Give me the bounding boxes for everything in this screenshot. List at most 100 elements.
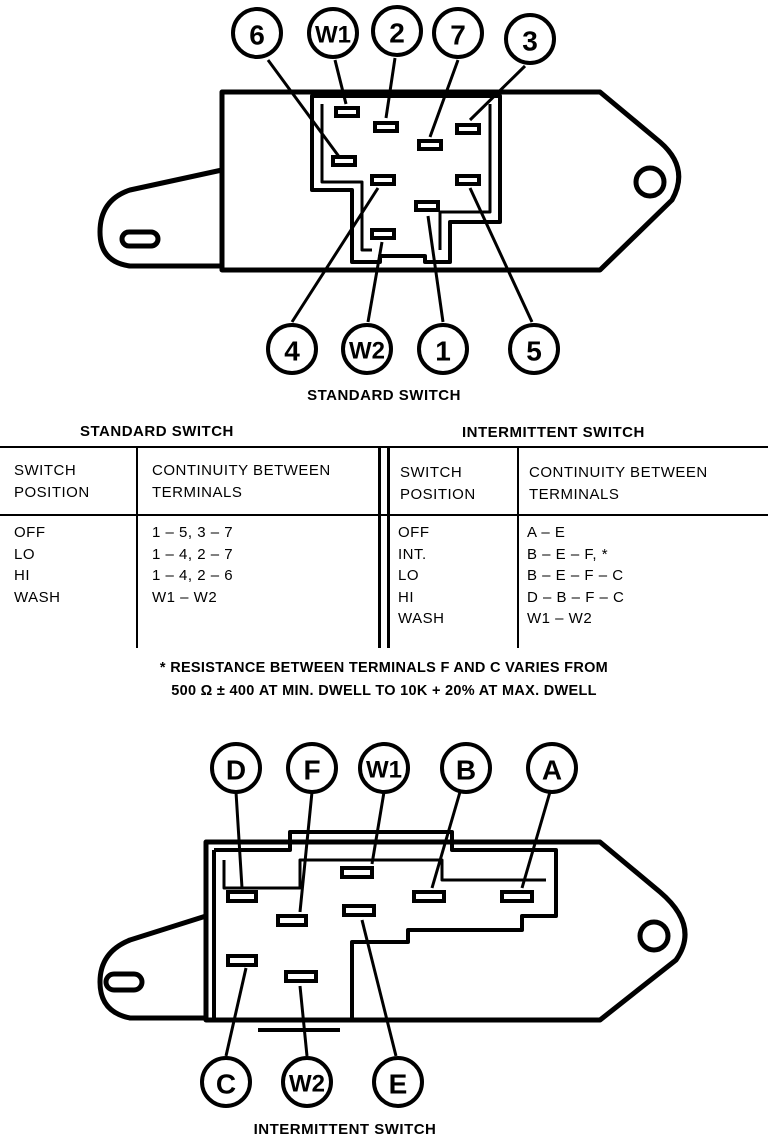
standard-position-column: OFF LO HI WASH xyxy=(14,522,60,608)
intermittent-continuity-column: A – E B – E – F, * B – E – F – C D – B –… xyxy=(527,522,624,630)
terminal-label-7: 7 xyxy=(450,20,466,51)
table-row: W1 – W2 xyxy=(527,610,593,627)
terminal-label-1: 1 xyxy=(435,336,451,367)
intermittent-tab-slot xyxy=(103,971,145,993)
standard-tab-slot xyxy=(119,229,161,249)
table-row: WASH xyxy=(14,588,61,606)
terminal-label-b: B xyxy=(456,755,476,786)
intermittent-continuity-header: CONTINUITY BETWEEN TERMINALS xyxy=(529,464,708,503)
standard-table-heading: STANDARD SWITCH xyxy=(80,423,234,440)
standard-position-header: SWITCH POSITION xyxy=(14,462,90,501)
table-row: 1 – 4, 2 – 7 xyxy=(152,545,234,563)
leader-6 xyxy=(266,59,342,159)
intermittent-table-heading: INTERMITTENT SWITCH xyxy=(462,424,645,441)
table-top-rule xyxy=(0,446,768,448)
intermittent-switch-body xyxy=(203,839,688,1023)
pin-3 xyxy=(455,123,481,135)
leader-a xyxy=(520,791,552,889)
pin-a xyxy=(500,890,534,903)
table-row: B – E – F – C xyxy=(527,567,624,584)
standard-top-labels xyxy=(231,5,560,375)
terminal-label-a: A xyxy=(542,755,562,786)
pin-7 xyxy=(417,139,443,151)
intermittent-position-header: SWITCH POSITION xyxy=(400,464,476,503)
leader-d xyxy=(234,791,244,889)
intermittent-mount-tab xyxy=(97,913,207,1021)
table-row: INT. xyxy=(398,545,427,563)
pin-b xyxy=(412,890,446,903)
pin-w1 xyxy=(334,106,360,118)
pin-1 xyxy=(414,200,440,212)
terminal-label-w2: W2 xyxy=(349,338,385,365)
leader-5 xyxy=(468,187,534,323)
leader-7 xyxy=(428,59,460,138)
intermittent-col-divider xyxy=(517,446,519,648)
terminal-label-2: 2 xyxy=(389,18,405,49)
center-divider-a xyxy=(378,446,381,648)
table-row: 1 – 4, 2 – 6 xyxy=(152,567,234,584)
standard-col-divider xyxy=(136,446,138,648)
standard-switch-body xyxy=(219,89,682,273)
standard-mount-hole xyxy=(633,165,667,199)
resistance-note-line-2: 500 Ω ± 400 AT MIN. DWELL TO 10K + 20% A… xyxy=(171,683,597,699)
standard-switch-diagram: 6 W1 2 7 3 4 W2 1 5 xyxy=(97,5,682,375)
pin-w1-int xyxy=(340,866,374,879)
table-row: HI xyxy=(14,567,30,584)
terminal-label-w2-int: W2 xyxy=(289,1071,325,1098)
intermittent-labels xyxy=(200,742,578,1108)
table-row: WASH xyxy=(398,610,445,627)
center-divider-b xyxy=(387,446,390,648)
leader-4 xyxy=(290,187,380,323)
leader-2 xyxy=(384,57,397,119)
terminal-label-c: C xyxy=(216,1069,236,1100)
intermittent-switch-caption: INTERMITTENT SWITCH xyxy=(253,1121,437,1138)
table-row: 1 – 5, 3 – 7 xyxy=(152,524,234,541)
resistance-note: * RESISTANCE BETWEEN TERMINALS F AND C V… xyxy=(0,657,768,703)
pin-5 xyxy=(455,174,481,186)
resistance-note-line-1: * RESISTANCE BETWEEN TERMINALS F AND C V… xyxy=(159,660,609,676)
table-row: LO xyxy=(398,567,420,584)
standard-switch-caption: STANDARD SWITCH xyxy=(307,387,461,404)
pin-2 xyxy=(373,121,399,133)
terminal-label-d: D xyxy=(226,755,246,786)
table-row: W1 – W2 xyxy=(152,588,218,606)
leader-w2 xyxy=(366,241,384,323)
intermittent-switch-diagram: D F W1 B A C W2 E xyxy=(97,742,688,1108)
terminal-label-4: 4 xyxy=(284,336,300,367)
pin-4 xyxy=(370,174,396,186)
intermittent-mount-hole xyxy=(637,919,671,953)
leader-1 xyxy=(426,215,445,323)
table-row: OFF xyxy=(14,524,46,541)
leader-c xyxy=(224,967,248,1057)
leader-e xyxy=(360,919,398,1057)
table-row: OFF xyxy=(398,524,430,541)
pin-d xyxy=(226,890,258,903)
leader-w1 xyxy=(333,59,348,105)
table-row: LO xyxy=(14,545,36,563)
standard-continuity-header: CONTINUITY BETWEEN TERMINALS xyxy=(152,462,331,501)
intermittent-position-column: OFF INT. LO HI WASH xyxy=(398,522,444,630)
leader-b xyxy=(430,791,462,889)
standard-mount-tab xyxy=(97,167,223,269)
pin-w2-int xyxy=(284,970,318,983)
terminal-label-f: F xyxy=(303,755,320,786)
terminal-label-e: E xyxy=(389,1069,408,1100)
leader-f xyxy=(298,791,314,913)
standard-housing xyxy=(310,94,502,264)
pin-c xyxy=(226,954,258,967)
pin-w2 xyxy=(370,228,396,240)
table-row: HI xyxy=(398,588,414,606)
terminal-label-w1: W1 xyxy=(315,22,351,49)
leader-w2-int xyxy=(298,985,309,1057)
pin-f xyxy=(276,914,308,927)
continuity-tables: SWITCH POSITION CONTINUITY BETWEEN TERMI… xyxy=(0,446,768,648)
table-row: A – E xyxy=(527,524,566,541)
terminal-label-6: 6 xyxy=(249,20,265,51)
pin-e xyxy=(342,904,376,917)
terminal-label-w1-int: W1 xyxy=(366,757,402,784)
pin-6 xyxy=(331,155,357,167)
table-row: D – B – F – C xyxy=(527,588,625,606)
standard-continuity-column: 1 – 5, 3 – 7 1 – 4, 2 – 7 1 – 4, 2 – 6 W… xyxy=(152,522,233,608)
table-row: B – E – F, * xyxy=(527,545,609,563)
terminal-label-3: 3 xyxy=(522,26,538,57)
